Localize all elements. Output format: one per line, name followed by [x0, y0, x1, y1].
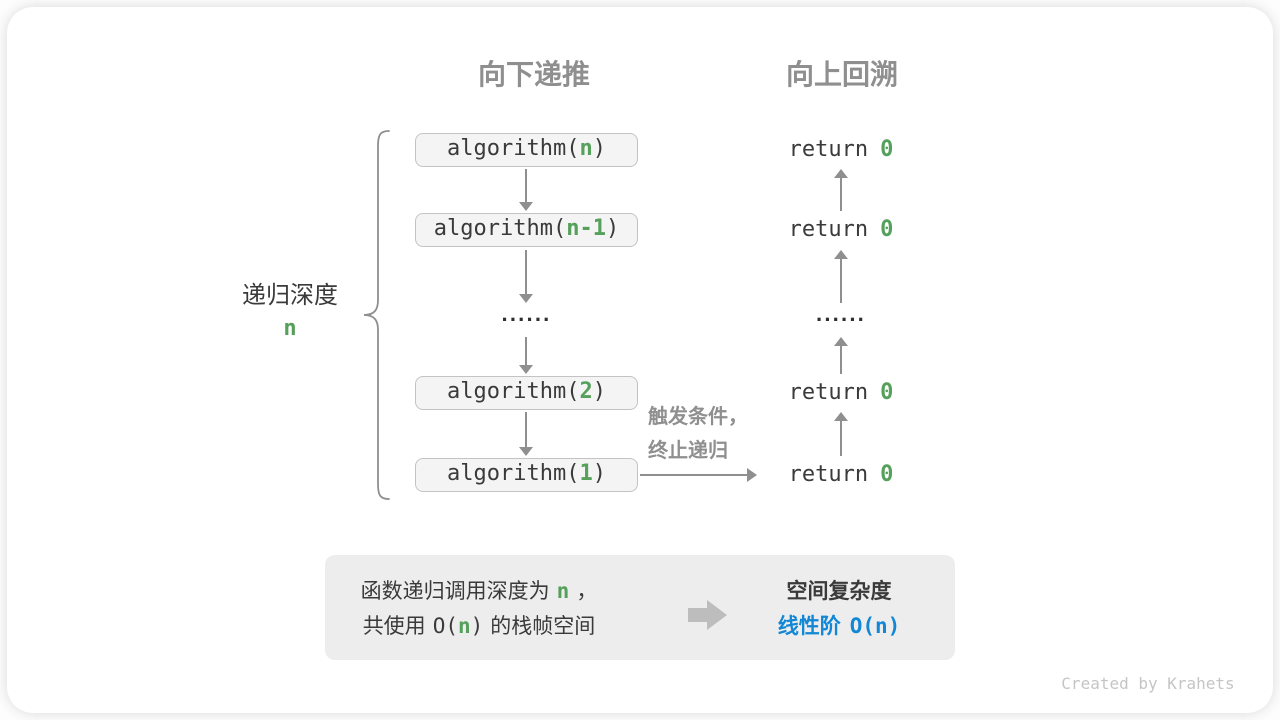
return-row: return 0	[775, 378, 907, 408]
code-arg: n	[579, 136, 593, 161]
return-keyword: return	[788, 462, 869, 487]
code-text: )	[592, 379, 606, 404]
watermark: Created by Krahets	[1061, 674, 1235, 693]
summary-var-n: n	[556, 579, 570, 603]
up-arrow	[833, 250, 849, 303]
big-o-notation: O(n)	[432, 614, 484, 638]
complexity-big-o: O(n)	[849, 614, 901, 638]
code-text: algorithm(	[433, 216, 567, 241]
base-case-arrow	[640, 467, 757, 483]
summary-statement: 函数递归调用深度为 n ， 共使用 O(n) 的栈帧空间	[328, 574, 630, 644]
summary-line1: 函数递归调用深度为 n ，	[328, 574, 630, 609]
complexity-order-label: 线性阶	[777, 615, 841, 638]
space-complexity-title: 空间复杂度	[786, 580, 892, 603]
return-keyword: return	[788, 217, 869, 242]
implies-arrow-icon	[688, 600, 727, 630]
call-box-algorithm-n-1: algorithm(n-1)	[415, 213, 638, 247]
recursion-depth-label: 递归深度	[242, 282, 338, 309]
up-arrow	[833, 412, 849, 456]
summary-text: ，	[576, 580, 598, 603]
down-arrow	[518, 337, 534, 374]
return-row: return 0	[775, 215, 907, 245]
code-text: algorithm(	[447, 461, 580, 486]
space-complexity-result: 线性阶 O(n)	[746, 609, 932, 644]
down-arrow	[518, 412, 534, 456]
up-arrow	[833, 337, 849, 374]
summary-text: 函数递归调用深度为	[360, 580, 550, 603]
header-upward-backtrack: 向上回溯	[785, 59, 898, 90]
call-box-algorithm-n: algorithm(n)	[415, 133, 638, 167]
ellipsis-downward: ······	[501, 307, 552, 332]
return-value: 0	[880, 462, 894, 487]
code-text: )	[605, 216, 620, 241]
down-arrow	[518, 250, 534, 303]
code-arg: n-1	[566, 216, 606, 241]
code-text: algorithm(	[447, 136, 580, 161]
summary-line2: 共使用 O(n) 的栈帧空间	[328, 609, 630, 644]
recursion-depth-brace	[363, 130, 390, 500]
header-downward-recursion: 向下递推	[477, 59, 590, 90]
base-case-line2: 终止递归	[648, 440, 728, 462]
return-row: return 0	[775, 460, 907, 490]
ellipsis-upward: ······	[816, 307, 866, 332]
return-keyword: return	[788, 380, 869, 405]
down-arrow	[518, 169, 534, 211]
space-complexity-block: 空间复杂度 线性阶 O(n)	[746, 574, 932, 644]
summary-text: 共使用	[362, 615, 426, 638]
code-text: )	[592, 461, 606, 486]
summary-text: 的栈帧空间	[490, 615, 596, 638]
summary-panel	[325, 555, 955, 660]
base-case-line1: 触发条件，	[648, 406, 748, 428]
base-case-label: 触发条件， 终止递归	[648, 400, 748, 468]
call-box-algorithm-2: algorithm(2)	[415, 376, 638, 410]
return-value: 0	[880, 217, 894, 242]
return-row: return 0	[775, 135, 907, 165]
code-arg: 1	[579, 461, 593, 486]
up-arrow	[833, 169, 849, 211]
summary-var-n: n	[457, 614, 471, 638]
return-value: 0	[880, 137, 894, 162]
code-arg: 2	[579, 379, 593, 404]
call-box-algorithm-1: algorithm(1)	[415, 458, 638, 492]
code-text: )	[592, 136, 606, 161]
return-value: 0	[880, 380, 894, 405]
code-text: algorithm(	[447, 379, 580, 404]
return-keyword: return	[788, 137, 869, 162]
recursion-depth-value: n	[283, 316, 297, 341]
